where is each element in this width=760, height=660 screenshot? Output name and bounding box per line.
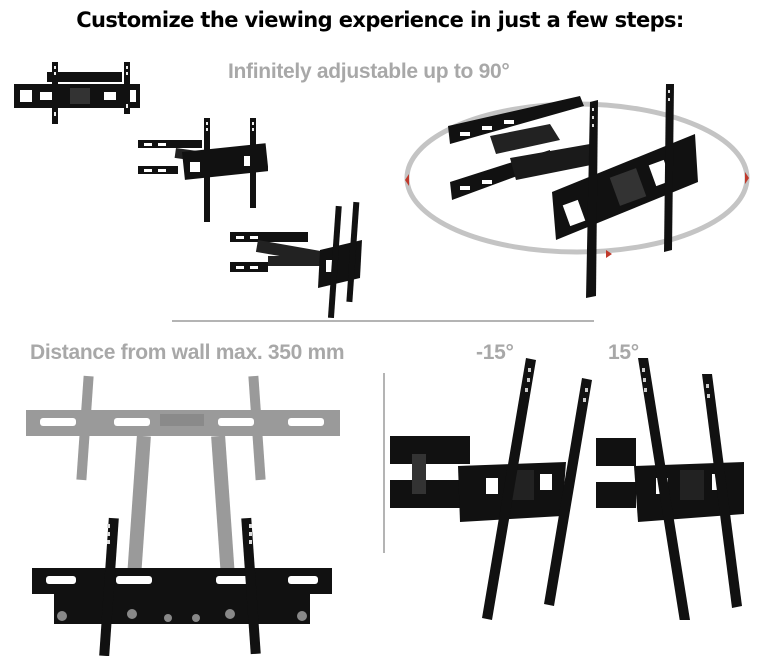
mount-half-extended-image xyxy=(138,118,268,222)
caption-adjustable: Infinitely adjustable up to 90° xyxy=(228,60,510,83)
tilt-label-minus-15: -15° xyxy=(476,341,514,364)
mount-distance-image xyxy=(26,375,340,656)
headline: Customize the viewing experience in just… xyxy=(76,8,684,32)
caption-distance: Distance from wall max. 350 mm xyxy=(30,341,345,364)
section-divider-horizontal xyxy=(172,320,594,322)
mount-rotation-ellipse-image xyxy=(404,84,750,298)
mount-fully-extended-angled-image xyxy=(230,201,362,318)
mount-tilt-minus-15-image xyxy=(390,358,592,620)
mount-tilt-plus-15-image xyxy=(596,358,744,620)
section-divider-vertical xyxy=(383,373,385,553)
tilt-label-plus-15: 15° xyxy=(608,341,639,364)
mount-folded-front-image xyxy=(14,62,140,124)
